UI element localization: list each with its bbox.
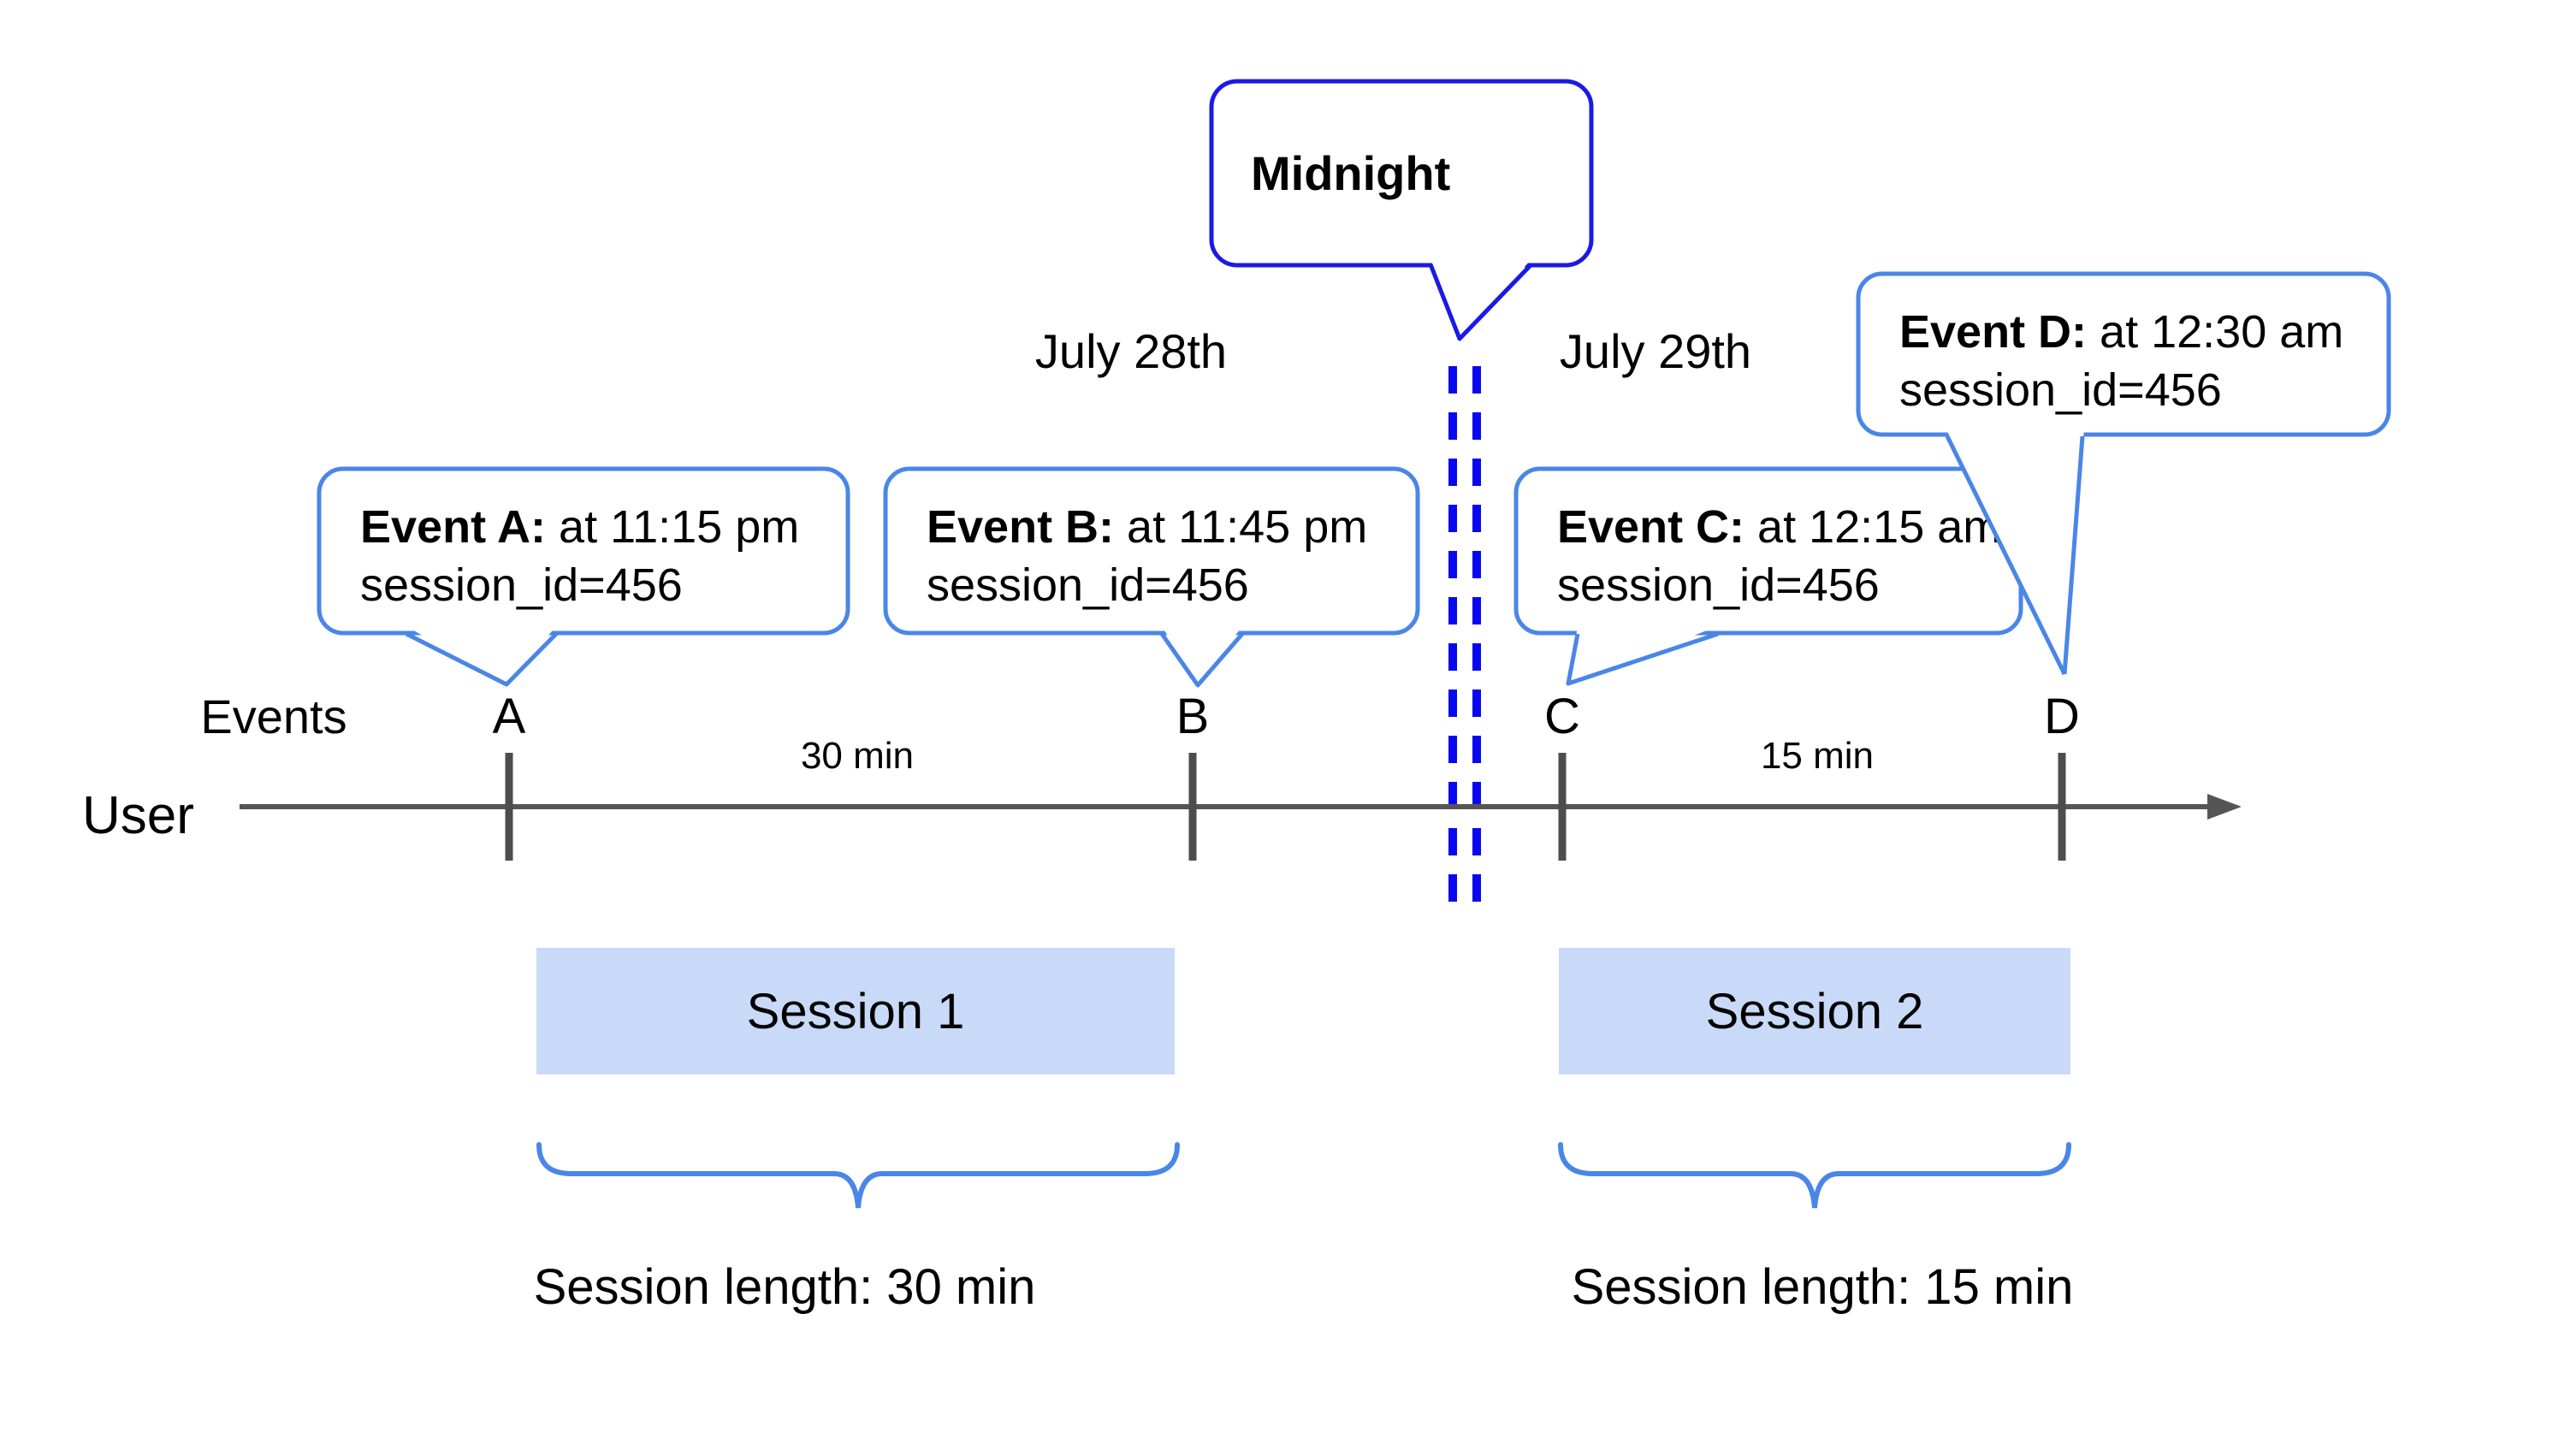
event-b-callout-tail-fill: [1162, 626, 1242, 685]
event-a-callout-bubble: [317, 466, 850, 636]
interval-label-30min: 30 min: [801, 735, 914, 777]
interval-label-15min: 15 min: [1761, 735, 1874, 777]
event-a-callout-tail: [405, 631, 558, 687]
event-b-callout-bubble: [883, 466, 1420, 636]
event-b-callout-title: Event B:: [927, 501, 1114, 553]
event-d-callout-tail-fill: [1946, 428, 2084, 674]
event-tick-label-a: A: [493, 689, 526, 744]
event-a-callout-session-id: session_id=456: [360, 559, 683, 611]
event-d-callout: Event D: at 12:30 am session_id=456: [1856, 271, 2391, 676]
event-b-callout-session-id: session_id=456: [927, 559, 1249, 611]
event-b-callout-tail: [1159, 632, 1244, 688]
event-tick-label-b: B: [1176, 689, 1210, 744]
events-axis-label: Events: [200, 690, 347, 743]
event-d-callout-tail-left-edge: [1945, 435, 2067, 676]
session-1-box: [536, 948, 1175, 1074]
date-label-july-28: July 28th: [1035, 324, 1227, 378]
event-a-callout-line1: Event A: at 11:15 pm: [360, 501, 799, 553]
session-1-label: Session 1: [747, 984, 965, 1039]
event-c-callout-tail: [1566, 631, 1719, 686]
event-c-callout: Event C: at 12:15 am session_id=456: [1513, 466, 2023, 686]
session-2-label: Session 2: [1706, 984, 1924, 1039]
event-a-callout-title: Event A:: [360, 501, 546, 553]
event-c-callout-line1: Event C: at 12:15 am: [1557, 501, 2001, 553]
event-c-callout-session-id: session_id=456: [1557, 559, 1880, 611]
event-d-callout-tail-right-edge: [2062, 435, 2085, 675]
midnight-callout-tail-fill: [1431, 259, 1531, 339]
session-1: Session 1 Session length: 30 min: [534, 948, 1180, 1315]
session-2-brace: [1558, 1142, 2071, 1209]
event-b-callout-time: at 11:45 pm: [1114, 501, 1367, 553]
event-d-callout-time: at 12:30 am: [2087, 306, 2343, 358]
event-c-callout-time: at 12:15 am: [1744, 501, 2001, 553]
event-tick-label-d: D: [2044, 689, 2080, 744]
timeline-arrowhead-icon: [2207, 794, 2242, 820]
event-a-callout: Event A: at 11:15 pm session_id=456: [317, 466, 850, 687]
midnight-label: Midnight: [1251, 146, 1450, 200]
event-tick-label-c: C: [1544, 689, 1580, 744]
user-axis-label: User: [82, 786, 194, 845]
session-2-length-label: Session length: 15 min: [1572, 1259, 2074, 1315]
session-1-length-label: Session length: 30 min: [534, 1259, 1036, 1315]
user-timeline: [240, 753, 2242, 861]
event-b-callout-line1: Event B: at 11:45 pm: [927, 501, 1367, 553]
event-d-callout-line1: Event D: at 12:30 am: [1899, 306, 2343, 358]
midnight-callout-tail: [1428, 263, 1533, 341]
event-b-callout: Event B: at 11:45 pm session_id=456: [883, 466, 1420, 688]
midnight-callout: Midnight: [1209, 79, 1594, 341]
event-a-callout-time: at 11:15 pm: [546, 501, 799, 553]
midnight-divider: [1448, 366, 1481, 920]
date-label-july-29: July 29th: [1560, 324, 1751, 378]
midnight-callout-bubble: [1209, 79, 1594, 268]
event-d-callout-session-id: session_id=456: [1899, 364, 2222, 416]
session-2-box: [1559, 948, 2070, 1074]
event-c-callout-title: Event C:: [1557, 501, 1744, 553]
session-2: Session 2 Session length: 15 min: [1558, 948, 2074, 1315]
session-1-brace: [536, 1142, 1180, 1209]
event-d-callout-title: Event D:: [1899, 306, 2087, 358]
event-d-callout-bubble: [1856, 271, 2391, 437]
